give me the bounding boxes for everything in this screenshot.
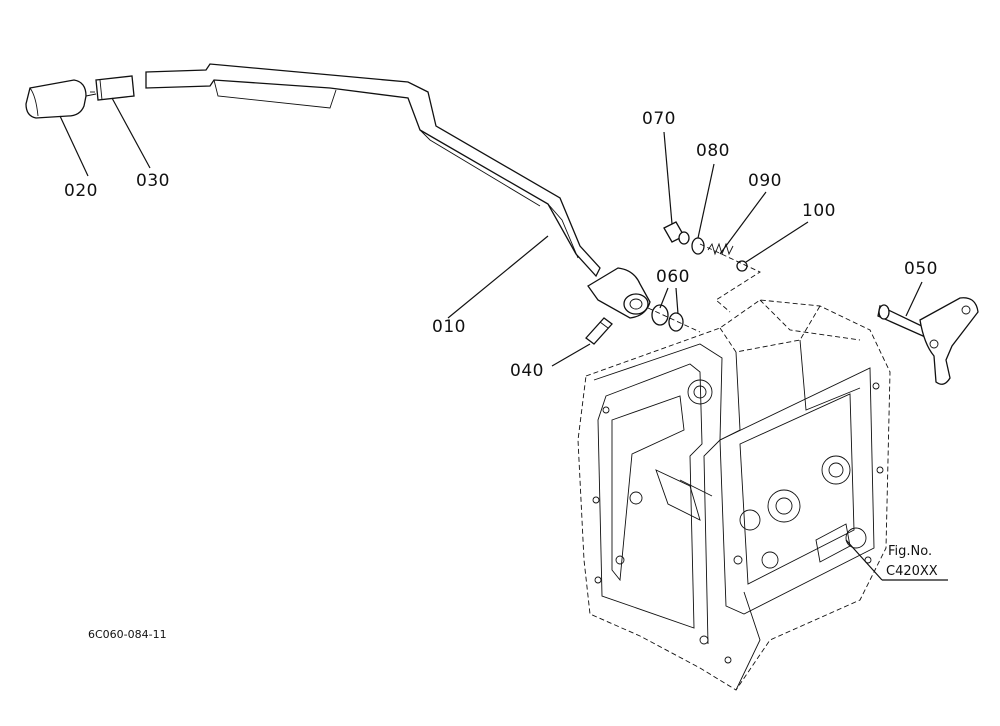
label-050: 050 (904, 259, 938, 279)
figure-no-label: Fig.No. (888, 544, 932, 559)
label-040: 040 (510, 361, 544, 381)
label-070: 070 (642, 109, 676, 129)
figure-code: C420XX (886, 564, 938, 579)
pin-040[interactable] (585, 317, 613, 345)
plug-070[interactable] (663, 221, 690, 245)
label-010: 010 (432, 317, 466, 337)
washer-080[interactable] (691, 237, 705, 255)
label-090: 090 (748, 171, 782, 191)
o-rings-060[interactable] (647, 304, 701, 333)
label-060: 060 (656, 267, 690, 287)
label-100: 100 (802, 201, 836, 221)
drawing-code: 6C060-084-11 (88, 628, 167, 641)
ball-100[interactable] (736, 260, 748, 272)
grip-030[interactable] (90, 75, 135, 101)
spring-090[interactable] (707, 242, 734, 256)
label-020: 020 (64, 181, 98, 201)
leader-lines (59, 97, 923, 581)
shift-arm-050[interactable] (877, 297, 979, 385)
label-030: 030 (136, 171, 170, 191)
knob-020[interactable] (25, 79, 97, 119)
label-080: 080 (696, 141, 730, 161)
transmission-case (577, 299, 891, 691)
lever-010[interactable] (145, 63, 651, 319)
figure-reference: Fig.No. C420XX (882, 544, 948, 581)
